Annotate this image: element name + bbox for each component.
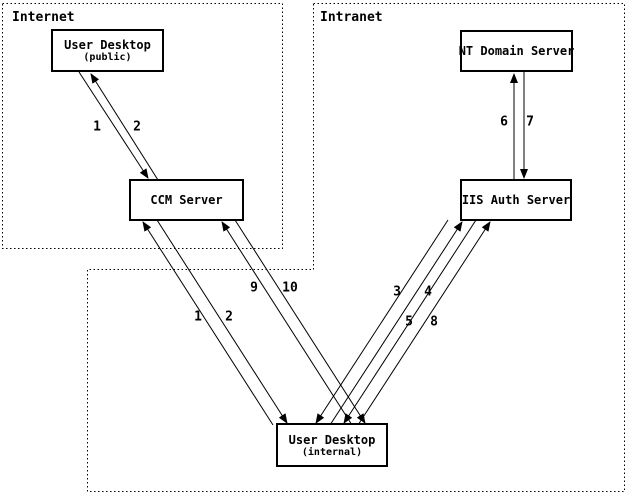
- arrow-2-ccm-to-internal: [156, 219, 288, 424]
- node-title: CCM Server: [150, 193, 223, 207]
- arrow-10-ccm-to-internal: [234, 219, 366, 424]
- flow-label-2-internal: 2: [225, 309, 233, 325]
- flow-label-2-public: 2: [133, 119, 141, 135]
- node-ccm-server: CCM Server: [129, 179, 244, 221]
- flow-label-3: 3: [393, 284, 401, 300]
- flow-label-6: 6: [500, 114, 508, 130]
- node-subtitle: (internal): [301, 446, 363, 458]
- internet-zone-outline: [2, 3, 283, 249]
- flow-label-4: 4: [424, 284, 432, 300]
- flow-label-1-internal: 1: [194, 309, 202, 325]
- node-title: NT Domain Server: [458, 44, 575, 58]
- flow-label-7: 7: [526, 114, 534, 130]
- flow-label-5: 5: [405, 314, 413, 330]
- arrow-4-internal-to-iis: [329, 221, 463, 426]
- node-iis-auth-server: IIS Auth Server: [460, 179, 572, 221]
- intranet-zone-label: Intranet: [320, 10, 383, 25]
- node-title: User Desktop: [64, 38, 151, 52]
- flow-label-9: 9: [250, 280, 258, 296]
- node-title: User Desktop: [288, 432, 376, 447]
- flow-label-1-public: 1: [93, 119, 101, 135]
- node-nt-domain-server: NT Domain Server: [458, 30, 575, 72]
- flow-label-8: 8: [430, 314, 438, 330]
- arrow-8-internal-to-iis: [357, 221, 491, 426]
- arrow-5-iis-to-internal: [343, 219, 477, 424]
- arrow-1-public-to-ccm: [78, 71, 149, 179]
- internet-zone-label: Internet: [12, 10, 75, 25]
- intranet-zone-outline: [87, 3, 625, 492]
- arrow-3-iis-to-internal: [315, 219, 449, 424]
- node-user-desktop-public: User Desktop (public): [51, 29, 164, 72]
- node-subtitle: (public): [83, 52, 132, 63]
- node-user-desktop-internal: User Desktop (internal): [276, 423, 388, 467]
- arrow-9-internal-to-ccm: [221, 221, 353, 426]
- arrow-2-ccm-to-public: [90, 73, 159, 181]
- flow-label-10: 10: [282, 280, 298, 296]
- arrow-1-internal-to-ccm: [142, 221, 274, 426]
- node-title: IIS Auth Server: [461, 193, 571, 207]
